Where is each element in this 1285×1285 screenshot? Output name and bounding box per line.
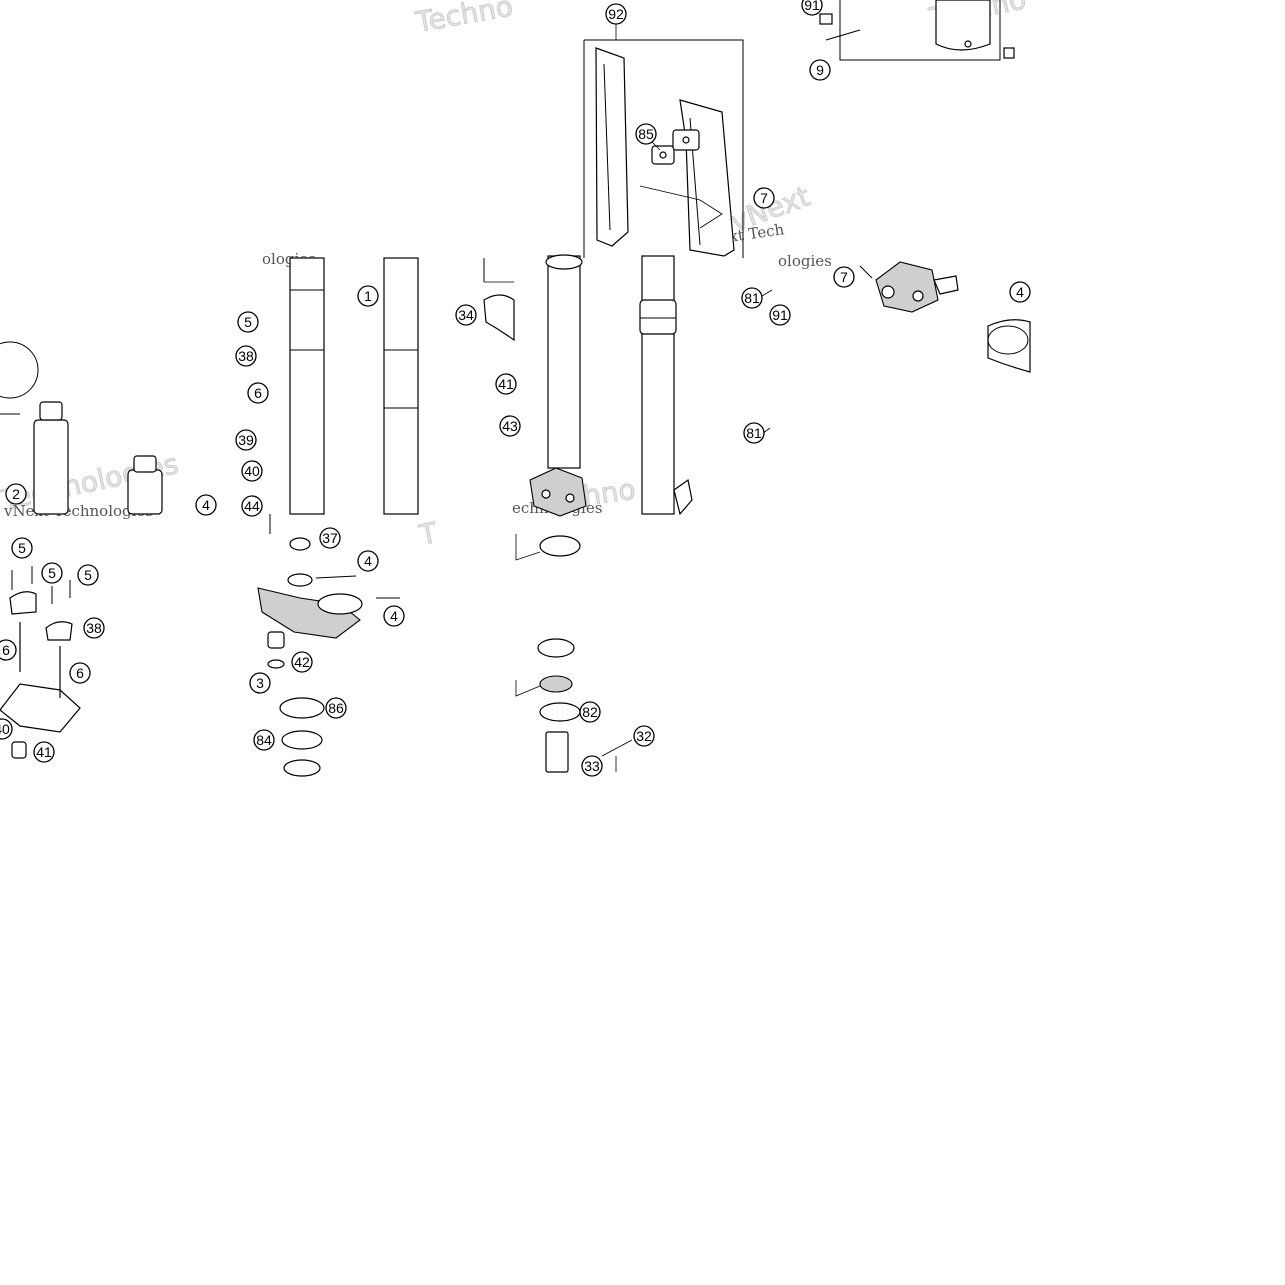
fork-cap-left [0,341,163,515]
callout-91: 91 [801,0,823,16]
callout-38: 38 [235,345,257,367]
callout-label: 4 [1016,284,1024,300]
callout-layer: 92 91 9 85 7 1 5 38 6 39 40 44 4 34 41 4… [0,0,1031,777]
callout-label: 81 [744,290,760,306]
fork-clamp-right [761,261,1031,435]
callout-label: 9 [816,62,824,78]
callout-44: 44 [241,495,263,517]
callout-label: 82 [582,704,598,720]
steering-bearings [515,534,633,773]
callout-label: 5 [84,567,92,583]
callout-label: 41 [498,376,514,392]
callout-label: 40 [244,463,260,479]
callout-label: 81 [746,425,762,441]
callout-5: 5 [41,562,63,584]
callout-84: 84 [253,729,275,751]
callout-43: 43 [499,415,521,437]
triple-clamp [257,514,400,777]
callout-label: 4 [202,497,210,513]
callout-label: 33 [584,758,600,774]
callout-label: 39 [238,432,254,448]
callout-label: 3 [256,675,264,691]
callout-40: 40 [0,718,13,740]
callout-41: 41 [33,741,55,763]
callout-label: 42 [294,654,310,670]
callout-label: 4 [364,553,372,569]
fork-leg-lower [483,254,693,517]
callout-label: 6 [254,385,262,401]
callout-33: 33 [581,755,603,777]
callout-5: 5 [77,564,99,586]
callout-label: 92 [608,6,624,22]
callout-85: 85 [635,123,657,145]
callout-1: 1 [357,285,379,307]
callout-39: 39 [235,429,257,451]
fork-guard-group [583,24,744,258]
handlebar-clamp [0,566,81,759]
callout-label: 91 [772,307,788,323]
callout-label: 38 [86,620,102,636]
callout-4: 4 [195,494,217,516]
callout-5: 5 [237,311,259,333]
callout-label: 34 [458,307,474,323]
callout-label: 37 [322,530,338,546]
callout-4: 4 [383,605,405,627]
callout-label: 1 [364,288,372,304]
callout-42: 42 [291,651,313,673]
callout-4: 4 [357,550,379,572]
callout-label: 4 [390,608,398,624]
callout-38: 38 [83,617,105,639]
callout-label: 5 [244,314,252,330]
callout-81: 81 [743,422,765,444]
callout-6: 6 [247,382,269,404]
callout-label: 2 [12,486,20,502]
callout-92: 92 [605,3,627,25]
callout-label: 44 [244,498,260,514]
callout-label: 7 [760,190,768,206]
callout-81: 81 [741,287,763,309]
callout-label: 43 [502,418,518,434]
callout-label: 86 [328,700,344,716]
callout-7: 7 [833,266,855,288]
callout-label: 5 [48,565,56,581]
callout-label: 5 [18,540,26,556]
callout-label: 6 [2,642,10,658]
callout-3: 3 [249,672,271,694]
callout-label: 91 [804,0,820,13]
callout-4: 4 [1009,281,1031,303]
callout-label: 41 [36,744,52,760]
callout-label: 40 [0,721,10,737]
callout-6: 6 [0,639,17,661]
callout-label: 32 [636,728,652,744]
watermark-text: Techno [413,0,516,39]
watermark-text: T [416,516,441,552]
callout-9: 9 [809,59,831,81]
callout-34: 34 [455,304,477,326]
callout-41: 41 [495,373,517,395]
callout-label: 6 [76,665,84,681]
callout-5: 5 [11,537,33,559]
callout-32: 32 [633,725,655,747]
callout-91: 91 [769,304,791,326]
callout-label: 84 [256,732,272,748]
fork-clamp-top-right [819,0,1015,61]
callout-label: 85 [638,126,654,142]
callout-label: 38 [238,348,254,364]
callout-37: 37 [319,527,341,549]
callout-82: 82 [579,701,601,723]
watermark-text: ologies [778,252,832,270]
callout-7: 7 [753,187,775,209]
fork-tubes [289,257,419,515]
callout-86: 86 [325,697,347,719]
callout-6: 6 [69,662,91,684]
callout-40: 40 [241,460,263,482]
callout-label: 7 [840,269,848,285]
callout-2: 2 [5,483,27,505]
